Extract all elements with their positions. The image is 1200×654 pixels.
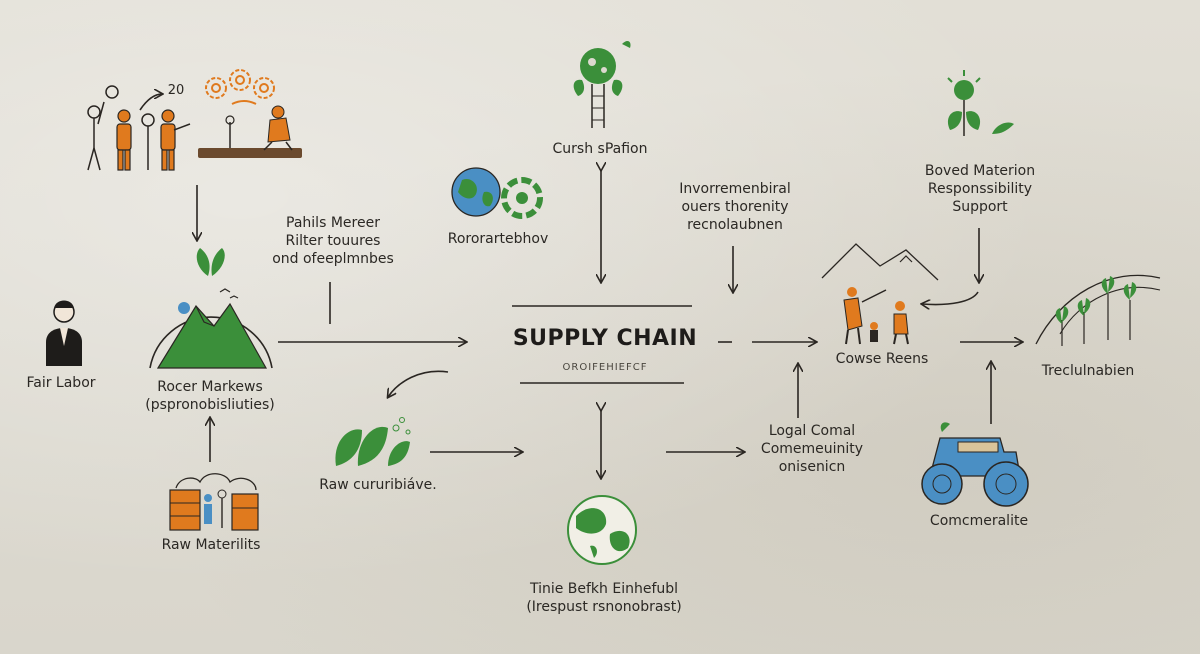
cursh-spafion-label: Cursh sPafion	[552, 141, 648, 157]
treclulnabien-label: Treclulnabien	[1041, 363, 1135, 379]
recycle-icon	[501, 177, 543, 219]
sprout-icon	[196, 248, 225, 276]
comcmeralite-label: Comcmeralite	[929, 513, 1029, 529]
invorremenbiral-label: Invorremenbiral ouers thorenity recnolau…	[679, 181, 791, 233]
bulb-plant-icon	[947, 70, 1014, 136]
raw-materilits-label: Raw Materilits	[161, 537, 261, 553]
center-title: SUPPLY CHAIN	[512, 326, 698, 351]
workers-number-label: 20	[167, 83, 185, 98]
hikers-icon	[821, 243, 939, 345]
leaves-icon	[335, 417, 411, 466]
arrow-workers-small	[139, 94, 162, 111]
plants-hill-icon	[1035, 274, 1161, 346]
mountain-icon	[149, 288, 273, 369]
arrow-boved-to-hikers	[922, 291, 979, 305]
rocer-markews-label: Rocer Markews (pspronobisliuties)	[145, 379, 275, 413]
raw-cururibiave-label: Raw cururibiáve.	[319, 477, 437, 493]
gears-icon	[205, 69, 275, 105]
arrow-center-to-leaves	[388, 370, 449, 397]
fair-labor-label: Fair Labor	[26, 375, 96, 391]
fair-labor-person-icon	[46, 300, 82, 366]
rororartebhov-label: Rororartebhov	[447, 231, 549, 247]
center-subtitle: OROIFEHIEFCF	[562, 362, 648, 373]
tree-bulb-icon	[573, 41, 631, 128]
pahils-mereer-label: Pahils Mereer Rilter touures ond ofeeplm…	[272, 215, 394, 267]
logal-comal-label: Logal Comal Comemeuinity onisenicn	[760, 423, 864, 475]
farmer-icon	[198, 105, 302, 158]
globe-icon	[451, 167, 501, 217]
workers-icon	[87, 85, 191, 171]
boved-materion-label: Boved Materion Responssibility Support	[924, 163, 1036, 215]
tractor-icon	[921, 422, 1029, 507]
tinie-befkh-label: Tinie Befkh Einhefubl (Irespust rsnonobr…	[526, 581, 682, 615]
cowse-reens-label: Cowse Reens	[835, 351, 929, 367]
earth-icon	[567, 495, 637, 565]
raw-materials-icon	[169, 473, 259, 531]
